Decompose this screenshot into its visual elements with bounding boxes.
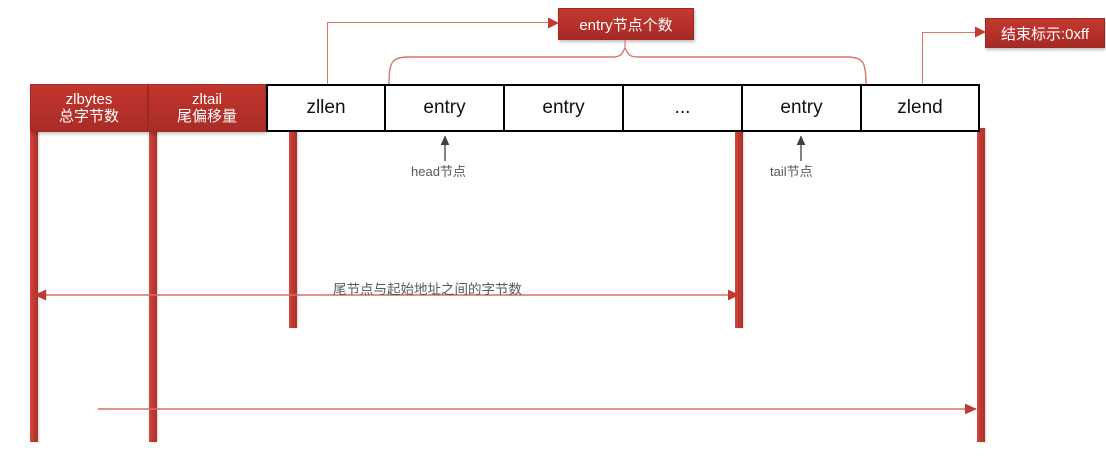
connector-zllen-horizontal: [327, 22, 551, 23]
cell-zltail-label: zltail: [191, 90, 222, 108]
cell-entry-3-label: entry: [780, 97, 823, 119]
cell-zlend[interactable]: zlend: [861, 84, 980, 132]
connector-zllen-vertical: [327, 22, 328, 84]
cell-zlbytes-sublabel: 总字节数: [58, 108, 119, 125]
annotation-tail-offset-label: 尾节点与起始地址之间的字节数: [333, 282, 522, 297]
cell-zlend-label: zlend: [897, 97, 943, 119]
guide-bar-tail-entry: [735, 128, 743, 328]
entry-span-brace: [388, 46, 867, 85]
cell-zlbytes-label: zlbytes: [65, 90, 113, 108]
cell-ellipsis[interactable]: ...: [623, 84, 742, 132]
annotation-head-node-label: head节点: [411, 164, 466, 179]
annotation-head-node: head节点: [411, 161, 466, 180]
cell-zltail-sublabel: 尾偏移量: [176, 108, 237, 125]
cell-entry-1[interactable]: entry: [385, 84, 504, 132]
cell-zllen-label: zllen: [306, 97, 346, 119]
cell-entry-2[interactable]: entry: [504, 84, 623, 132]
callout-entry-count-label: entry节点个数: [579, 16, 673, 34]
callout-entry-count[interactable]: entry节点个数: [558, 8, 694, 40]
connector-zlend-horizontal: [922, 32, 978, 33]
guide-bar-zllen: [289, 128, 297, 328]
cell-entry-1-label: entry: [423, 97, 466, 119]
annotation-tail-node-label: tail节点: [770, 164, 813, 179]
guide-bar-start: [30, 106, 38, 442]
cell-zlbytes[interactable]: zlbytes 总字节数: [30, 84, 148, 132]
ziplist-structure-row: zlbytes 总字节数 zltail 尾偏移量 zllen entry ent…: [30, 84, 980, 132]
cell-entry-2-label: entry: [542, 97, 585, 119]
cell-ellipsis-label: ...: [674, 97, 691, 119]
cell-entry-3[interactable]: entry: [742, 84, 861, 132]
callout-end-marker[interactable]: 结束标示:0xff: [985, 18, 1105, 48]
guide-bar-zltail: [149, 106, 157, 442]
guide-bar-end: [977, 128, 985, 442]
callout-end-marker-label: 结束标示:0xff: [1000, 25, 1090, 43]
cell-zltail[interactable]: zltail 尾偏移量: [148, 84, 266, 132]
annotation-tail-offset: 尾节点与起始地址之间的字节数: [333, 278, 522, 298]
connector-zlend-vertical: [922, 32, 923, 84]
cell-zllen[interactable]: zllen: [266, 84, 385, 132]
annotation-tail-node: tail节点: [770, 161, 813, 180]
